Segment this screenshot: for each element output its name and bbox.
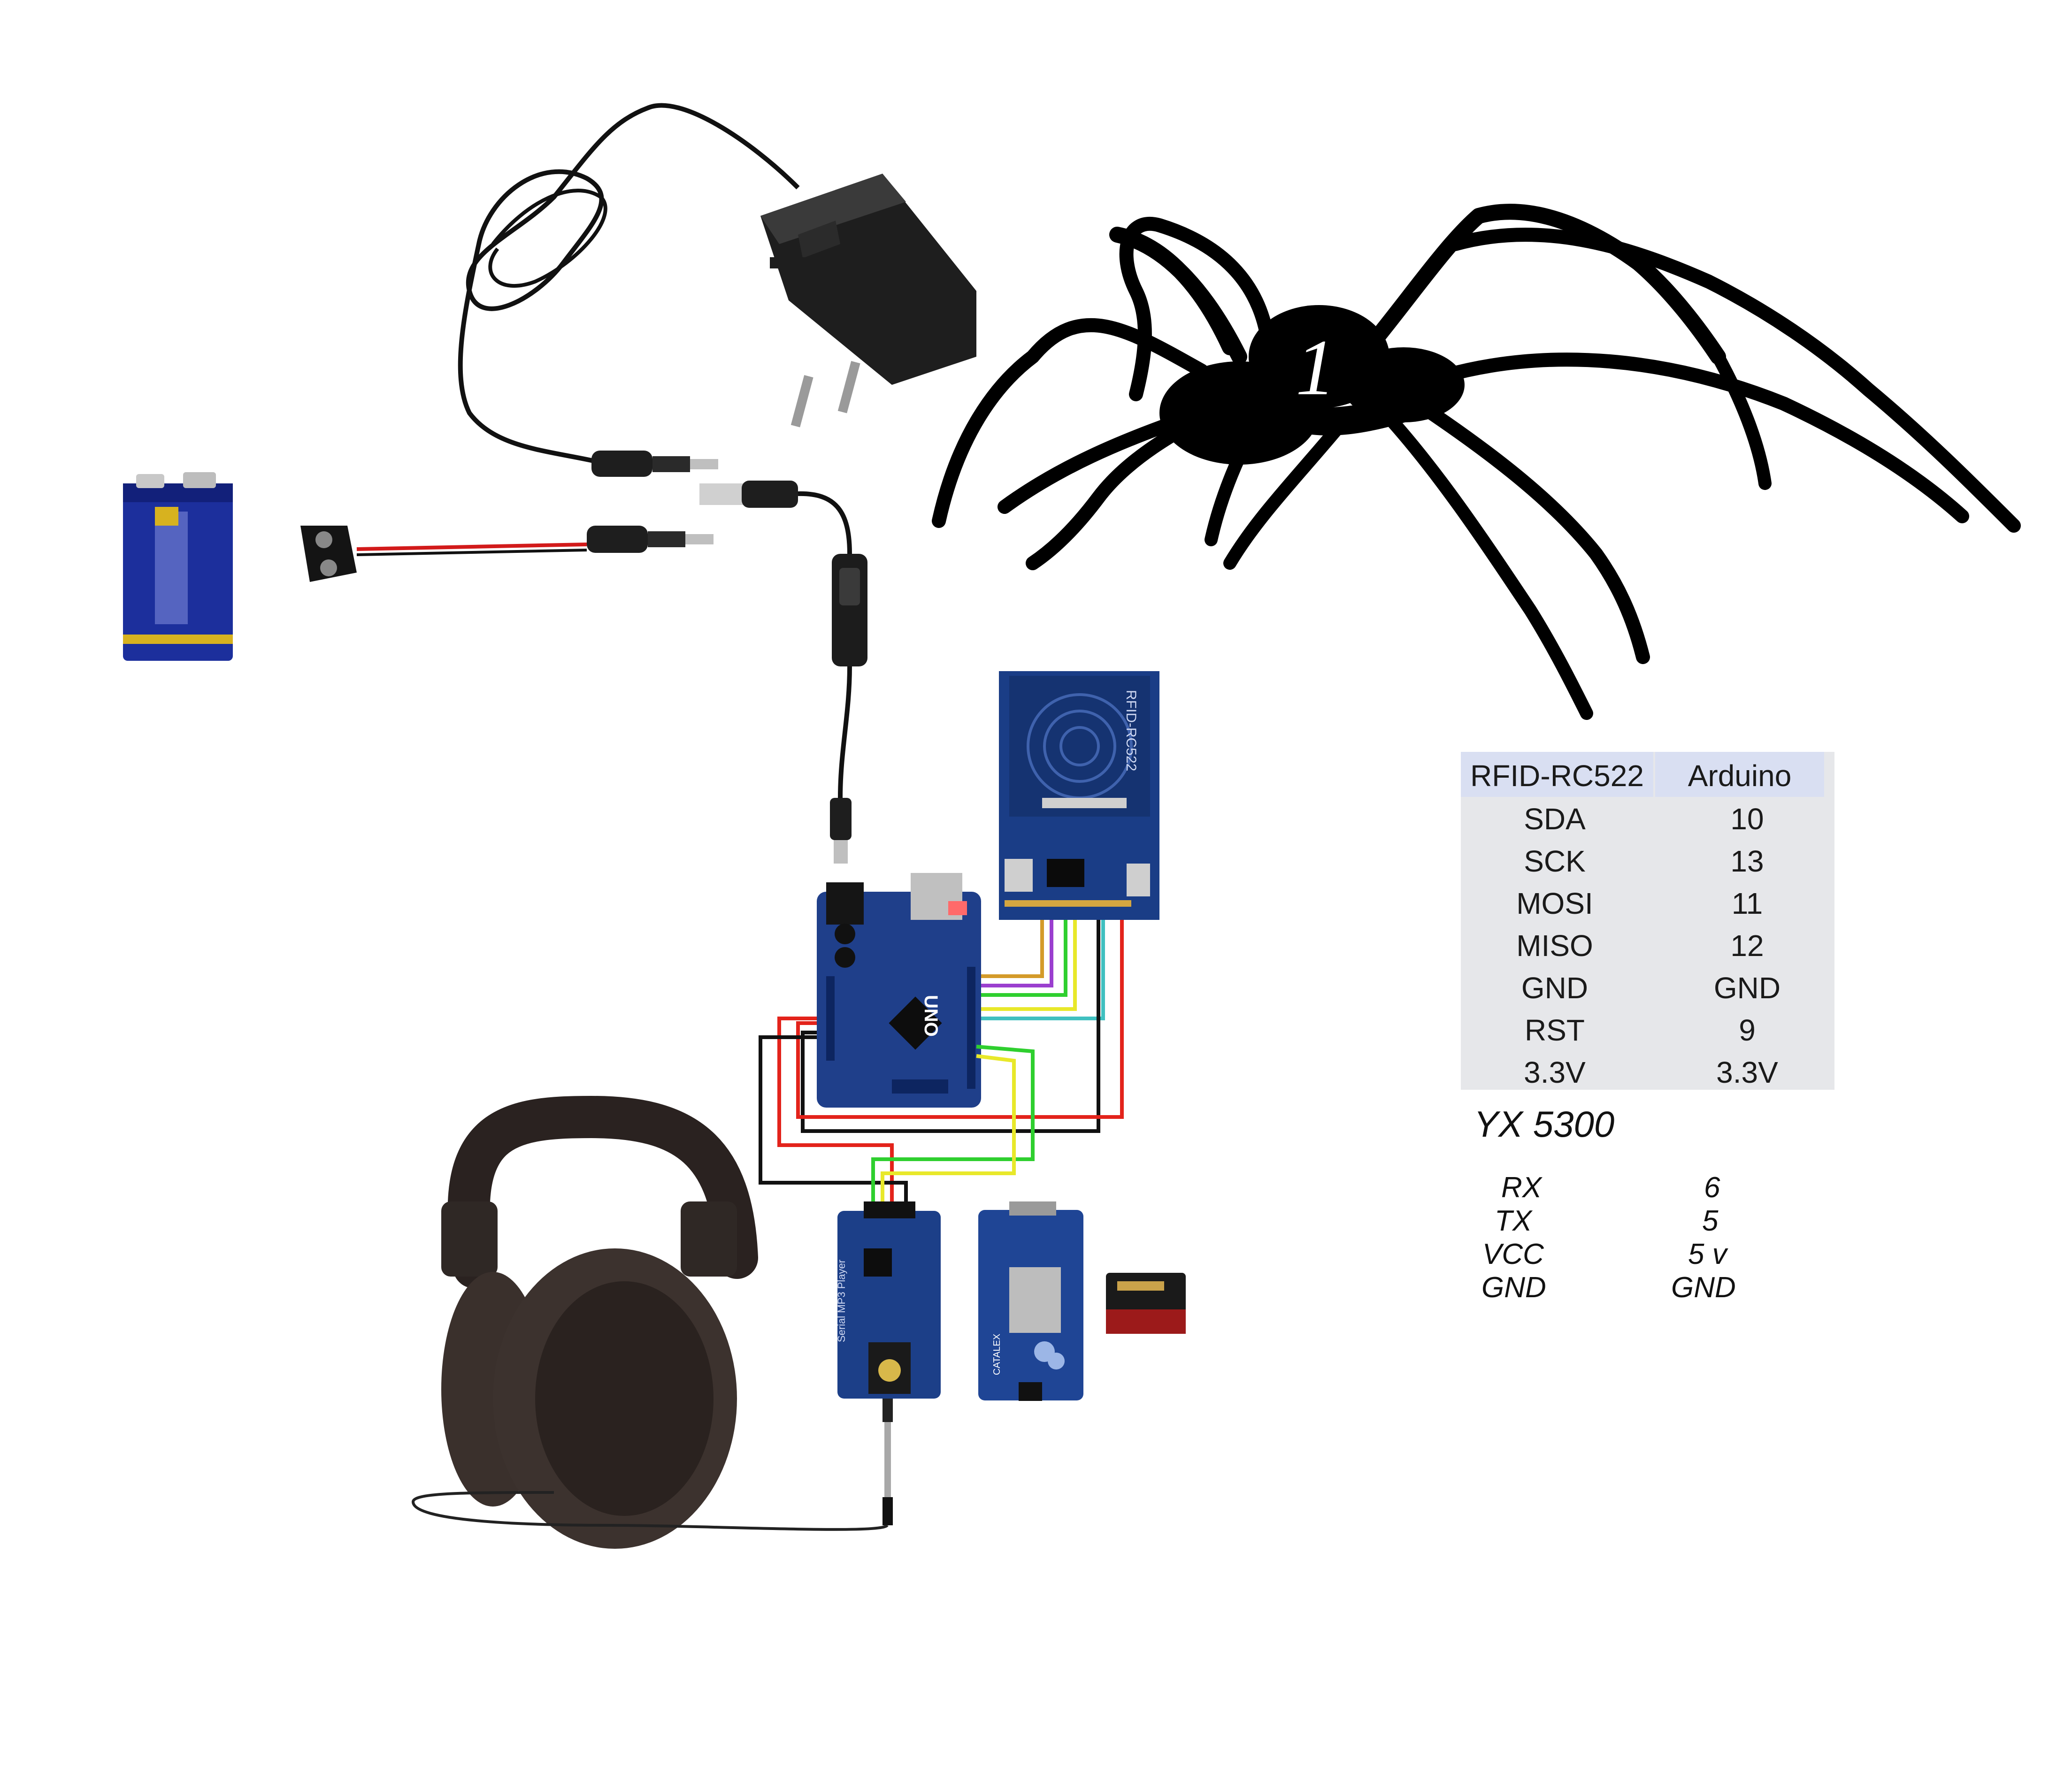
rfid-table-cell: 3.3V xyxy=(1524,1056,1586,1089)
rfid-table-cell: 11 xyxy=(1731,887,1763,920)
spider-marker: 1 xyxy=(1296,323,1335,412)
rfid-table-cell: 9 xyxy=(1739,1013,1756,1047)
rfid-label: RFID-RC522 xyxy=(1123,690,1139,771)
rfid-table-header-rfid: RFID-RC522 xyxy=(1470,759,1644,793)
wire-red-rfid xyxy=(796,920,1124,1119)
wire-green-mp3 xyxy=(871,1045,1035,1201)
battery-clip-red-wire xyxy=(356,543,587,551)
mp3-label: Serial MP3 Player xyxy=(836,1260,847,1342)
wire-red-mp3 xyxy=(777,1017,894,1201)
rfid-table-cell: 13 xyxy=(1730,844,1764,878)
rfid-table-cell: 10 xyxy=(1730,802,1764,836)
battery-clip-black-wire xyxy=(356,549,587,556)
power-switch-cable-icon xyxy=(699,481,867,864)
wire-yellow xyxy=(981,920,1077,1011)
power-adapter-icon xyxy=(760,174,976,428)
rfid-table-cell: RST xyxy=(1525,1013,1585,1047)
wire-orange xyxy=(981,920,1044,978)
rfid-table-cell: GND xyxy=(1521,971,1589,1005)
rfid-table-cell: MOSI xyxy=(1516,887,1593,920)
sd-card-icon xyxy=(1106,1273,1186,1334)
arduino-uno-icon xyxy=(817,873,981,1108)
rfid-table-cell: MISO xyxy=(1516,929,1593,963)
wire-black-rfid xyxy=(801,920,1100,1133)
rfid-pin-table: RFID-RC522 Arduino SDA 10 SCK 13 MOSI 11… xyxy=(1461,752,1834,1090)
arduino-table-header-bg xyxy=(1655,752,1824,797)
yx-table-cell: TX xyxy=(1495,1205,1532,1237)
wire-purple xyxy=(981,920,1053,987)
wire-yellow-mp3 xyxy=(881,1054,1016,1201)
rfid-module-icon xyxy=(999,671,1159,920)
mp3-module-back-icon xyxy=(978,1201,1083,1401)
battery-9v-icon xyxy=(123,472,233,661)
yx-table-cell: RX xyxy=(1501,1171,1542,1204)
rfid-table-cell: GND xyxy=(1713,971,1781,1005)
yx-table-title: YX 5300 xyxy=(1474,1103,1615,1145)
audio-plug xyxy=(883,1399,893,1525)
adapter-barrel-plug xyxy=(591,451,718,477)
wire-black-mp3 xyxy=(759,1035,908,1201)
wire-green xyxy=(981,920,1067,997)
yx-table-cell: VCC xyxy=(1482,1238,1544,1270)
yx-table-cell: GND xyxy=(1481,1271,1546,1304)
rfid-table-cell: 3.3V xyxy=(1716,1056,1778,1089)
catalex-label: CATALEX xyxy=(992,1334,1002,1375)
adapter-cable-coil xyxy=(488,189,607,288)
headphone-cable xyxy=(411,1491,889,1531)
yx-table-cell: 5 v xyxy=(1688,1238,1727,1270)
rfid-table-cell: SDA xyxy=(1524,802,1586,836)
yx-table-cell: 5 xyxy=(1702,1205,1719,1237)
battery-barrel-plug xyxy=(587,526,714,553)
rfid-table-header-bg xyxy=(1461,752,1653,797)
rfid-table-header-arduino: Arduino xyxy=(1688,759,1792,793)
wire-teal xyxy=(981,920,1105,1020)
rfid-table-cell: 12 xyxy=(1730,929,1764,963)
rfid-table-cell: SCK xyxy=(1524,844,1586,878)
wires xyxy=(759,920,1124,1201)
yx-table-cell: GND xyxy=(1671,1271,1736,1304)
yx-table-cell: 6 xyxy=(1704,1171,1720,1204)
mp3-module-front-icon xyxy=(837,1201,941,1399)
headphones-icon xyxy=(441,1095,758,1549)
arduino-label: UNO xyxy=(921,995,941,1037)
spider-icon xyxy=(932,204,2021,720)
battery-clip-icon xyxy=(300,526,357,582)
